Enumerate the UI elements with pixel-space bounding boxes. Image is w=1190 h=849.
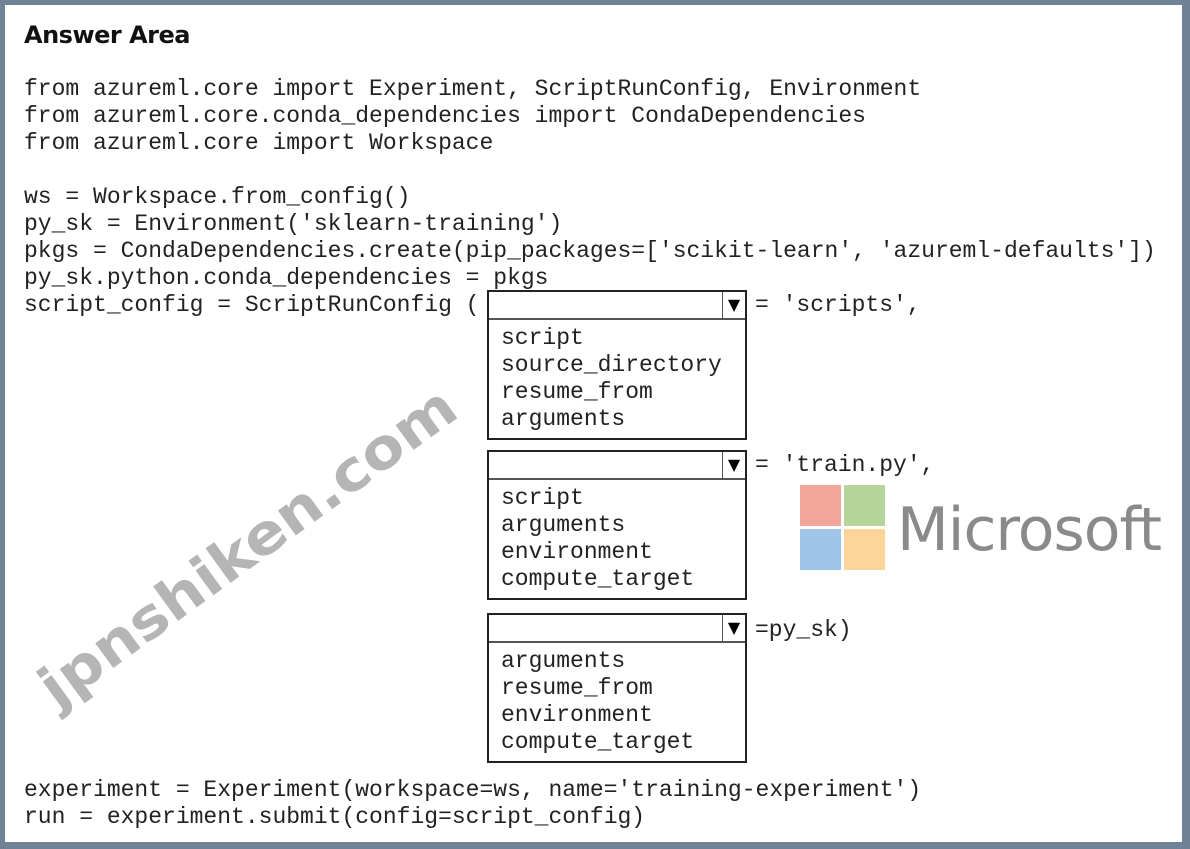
code-suffix: =py_sk) xyxy=(755,617,852,643)
code-line: run = experiment.submit(config=script_co… xyxy=(24,804,646,830)
code-line: pkgs = CondaDependencies.create(pip_pack… xyxy=(24,238,1156,264)
code-line: py_sk = Environment('sklearn-training') xyxy=(24,211,563,237)
dropdown-option[interactable]: compute_target xyxy=(501,729,695,755)
page-title: Answer Area xyxy=(24,21,190,49)
answer-area: Answer Area from azureml.core import Exp… xyxy=(5,5,1182,842)
dropdown-option[interactable]: environment xyxy=(501,702,653,728)
triangle-down-icon[interactable]: ▼ xyxy=(722,292,745,318)
dropdown-option[interactable]: source_directory xyxy=(501,352,722,378)
dropdown-option[interactable]: arguments xyxy=(501,648,626,674)
logo-square xyxy=(800,485,841,526)
dropdown-option[interactable]: arguments xyxy=(501,406,626,432)
code-line: ws = Workspace.from_config() xyxy=(24,184,411,210)
code-suffix: = 'train.py', xyxy=(755,452,935,478)
code-suffix: = 'scripts', xyxy=(755,292,921,318)
watermark-text: jpnshiken.com xyxy=(25,374,469,722)
logo-square xyxy=(844,485,885,526)
dropdown-option[interactable]: arguments xyxy=(501,512,626,538)
watermark: jpnshiken.com xyxy=(25,374,469,722)
code-line: script_config = ScriptRunConfig ( xyxy=(24,292,480,318)
dropdown-option[interactable]: script xyxy=(501,485,584,511)
dropdown-2-selected[interactable]: ▼ xyxy=(489,452,745,480)
code-line: from azureml.core.conda_dependencies imp… xyxy=(24,103,866,129)
dropdown-option[interactable]: compute_target xyxy=(501,566,695,592)
code-line: py_sk.python.conda_dependencies = pkgs xyxy=(24,265,549,291)
dropdown-option[interactable]: resume_from xyxy=(501,675,653,701)
dropdown-1-selected[interactable]: ▼ xyxy=(489,292,745,320)
dropdown-2[interactable]: ▼ script arguments environment compute_t… xyxy=(487,450,747,600)
dropdown-1[interactable]: ▼ script source_directory resume_from ar… xyxy=(487,290,747,440)
code-line: from azureml.core import Experiment, Scr… xyxy=(24,76,922,102)
triangle-down-icon[interactable]: ▼ xyxy=(722,452,745,478)
logo-square xyxy=(800,529,841,570)
code-line: experiment = Experiment(workspace=ws, na… xyxy=(24,777,922,803)
dropdown-option[interactable]: script xyxy=(501,325,584,351)
dropdown-option[interactable]: resume_from xyxy=(501,379,653,405)
microsoft-logo-text: Microsoft xyxy=(897,495,1162,565)
code-line: from azureml.core import Workspace xyxy=(24,130,494,156)
dropdown-3-selected[interactable]: ▼ xyxy=(489,615,745,643)
dropdown-option[interactable]: environment xyxy=(501,539,653,565)
dropdown-3[interactable]: ▼ arguments resume_from environment comp… xyxy=(487,613,747,763)
logo-square xyxy=(844,529,885,570)
triangle-down-icon[interactable]: ▼ xyxy=(722,615,745,641)
